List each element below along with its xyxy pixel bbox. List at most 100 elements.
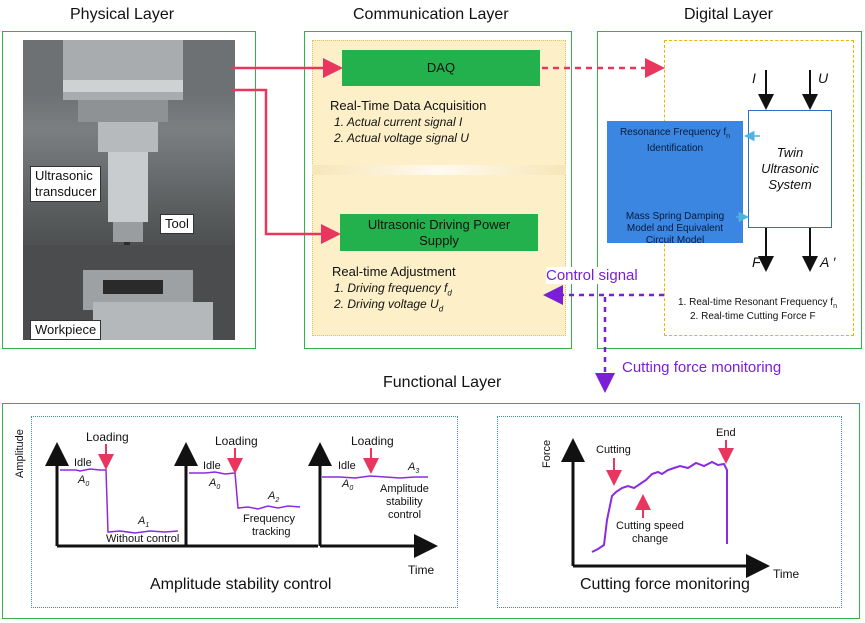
digital-output-item2: 2. Real-time Cutting Force F [690, 311, 816, 322]
power-supply-box: Ultrasonic Driving Power Supply [340, 214, 538, 251]
amp-stab-line1: Amplitude [380, 483, 429, 495]
loading-label-2: Loading [215, 434, 258, 448]
without-control-label: Without control [106, 533, 180, 545]
digital-output-item1-text: 1. Real-time Resonant Frequency f [678, 297, 834, 308]
amp-stab-line3: control [388, 509, 422, 521]
amp-trace-2 [189, 471, 301, 510]
a0-label-3-sub: 0 [349, 485, 354, 493]
cutting-label: Cutting [596, 444, 631, 456]
amp-ylabel: Amplitude [14, 429, 26, 478]
force-time-label: Time [773, 567, 800, 581]
a0-label-2: A0 [209, 477, 220, 491]
tool-label: Tool [160, 214, 194, 234]
panel-separator [312, 165, 566, 175]
power-line1: Ultrasonic Driving Power [367, 216, 511, 232]
a0-label-1-sub: 0 [85, 481, 90, 489]
acquisition-title: Real-Time Data Acquisition [330, 98, 487, 113]
input-i-label: I [752, 70, 756, 86]
resonance-frequency-box: Resonance Frequency fn Identification Ma… [607, 121, 743, 246]
amp-trace-1 [60, 468, 179, 534]
a0-label-1-text: A [78, 474, 86, 486]
a3-label-text: A [408, 461, 416, 473]
idle-label-3: Idle [338, 460, 356, 472]
control-signal-label: Control signal [546, 267, 638, 284]
a1-label-sub: 1 [145, 522, 150, 530]
idle-label-1: Idle [74, 457, 92, 469]
output-a-label: A ′ [820, 254, 836, 270]
adjustment-item2-sub: d [438, 304, 444, 314]
communication-layer-title: Communication Layer [353, 6, 509, 23]
physical-layer-frame [2, 31, 256, 349]
physical-layer-title: Physical Layer [70, 6, 175, 23]
machine-illustration [23, 40, 235, 340]
loading-label-1: Loading [86, 430, 129, 444]
functional-layer-frame [2, 403, 860, 619]
a0-label-3: A0 [342, 478, 353, 492]
output-f-label: F [752, 254, 761, 270]
adjustment-item1: 1. Driving frequency fd [334, 281, 452, 297]
digital-output-item1-sub: n [833, 303, 837, 310]
force-trace [591, 460, 728, 553]
freq-tracking-line2: tracking [252, 526, 291, 538]
communication-panel [312, 40, 566, 336]
daq-box: DAQ [342, 50, 540, 86]
a2-label-text: A [268, 490, 276, 502]
amp-time-label: Time [408, 563, 435, 577]
loading-label-3: Loading [351, 434, 394, 448]
a1-label-text: A [138, 515, 146, 527]
msd-line2: Model and Equivalent [626, 223, 724, 234]
twin-system-box: Twin Ultrasonic System [748, 110, 832, 228]
acquisition-item2: 2. Actual voltage signal U [334, 131, 469, 145]
power-line2: Supply [419, 232, 459, 248]
transducer-line2: transducer [35, 184, 97, 199]
freq-tracking-line1: Frequency [243, 513, 295, 525]
idle-label-2: Idle [203, 460, 221, 472]
digital-output-item1: 1. Real-time Resonant Frequency fn [678, 297, 837, 310]
amplitude-plot-2 [174, 442, 318, 548]
resonance-sub: n [726, 133, 731, 140]
twin-line3: System [768, 177, 812, 192]
amplitude-panel [31, 416, 458, 608]
msd-line1: Mass Spring Damping [625, 211, 725, 222]
amp-stab-line2: stability [386, 496, 423, 508]
cut-speed-line1: Cutting speed [616, 520, 684, 532]
a2-label-sub: 2 [275, 497, 280, 505]
a1-label: A1 [138, 515, 149, 529]
a0-label-2-sub: 0 [216, 484, 221, 492]
a3-label: A3 [408, 461, 419, 475]
adjustment-item1-sub: d [447, 288, 452, 298]
amp-caption: Amplitude stability control [150, 576, 332, 593]
transducer-line1: Ultrasonic [35, 168, 93, 183]
a0-label-1: A0 [78, 474, 89, 488]
adjustment-title: Real-time Adjustment [332, 264, 456, 279]
twin-line2: Ultrasonic [761, 161, 819, 176]
a0-label-3-text: A [342, 478, 350, 490]
msd-line3: Circuit Model [645, 235, 705, 246]
resonance-line1: Resonance Frequency fn [607, 127, 743, 143]
amp-trace-3 [322, 475, 428, 479]
a3-label-sub: 3 [415, 468, 420, 476]
functional-layer-title: Functional Layer [383, 374, 502, 391]
force-caption: Cutting force monitoring [580, 576, 750, 593]
end-label: End [716, 427, 736, 439]
amplitude-plot-1 [45, 442, 190, 548]
cut-speed-line2: change [632, 533, 669, 545]
cutting-force-monitoring-label: Cutting force monitoring [622, 359, 782, 376]
digital-layer-title: Digital Layer [684, 6, 773, 23]
communication-layer-frame [304, 31, 572, 349]
resonance-line2: Identification [646, 143, 704, 154]
adjustment-item1-text: 1. Driving frequency f [334, 281, 448, 295]
resonance-line1-text: Resonance Frequency f [619, 127, 727, 138]
workpiece-label: Workpiece [30, 320, 102, 340]
acquisition-item1: 1. Actual current signal I [334, 115, 463, 129]
input-u-label: U [818, 70, 829, 86]
twin-line1: Twin [776, 145, 804, 160]
force-plot [561, 438, 770, 578]
force-panel [497, 416, 842, 608]
physical-to-power-arrow [232, 88, 341, 244]
digital-layer-frame [597, 31, 862, 349]
a2-label: A2 [268, 490, 279, 504]
ultrasonic-transducer-label: Ultrasonic transducer [30, 166, 102, 202]
force-ylabel: Force [541, 439, 553, 468]
